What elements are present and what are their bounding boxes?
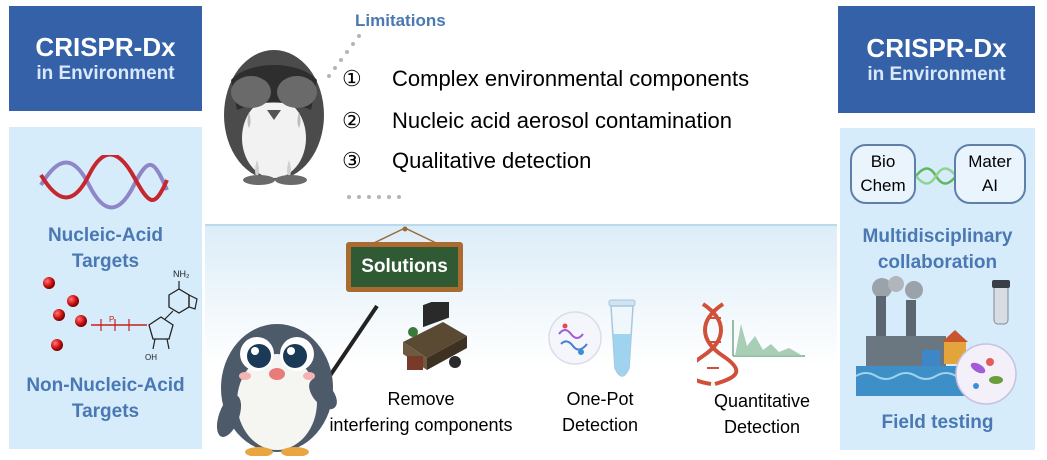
limitations-panel: Limitations ① Complex environmental comp… <box>205 0 837 226</box>
limitation-number: ② <box>342 108 362 133</box>
solution-remove-line-2: interfering components <box>329 415 513 435</box>
solutions-panel: Solutions Remove interfering components <box>205 226 837 460</box>
nucleic-acid-targets-label: Nucleic-Acid Targets <box>9 223 202 275</box>
multidisciplinary-label: Multidisciplinary collaboration <box>840 224 1035 276</box>
nucleic-acid-line-2: Targets <box>71 251 140 272</box>
bio-chem-line-2: Chem <box>860 176 906 195</box>
solutions-board: Solutions <box>346 242 463 292</box>
solution-one-pot-line-1: One-Pot <box>566 389 634 409</box>
solution-remove-label: Remove interfering components <box>309 386 533 438</box>
left-header-subtitle: in Environment <box>36 62 175 84</box>
quantitative-dna-chart-icon <box>697 302 805 386</box>
dna-strands-icon <box>39 155 169 210</box>
multidisciplinary-line-1: Multidisciplinary <box>862 226 1013 247</box>
thought-dots-icon <box>327 34 361 78</box>
non-nucleic-acid-line-2: Targets <box>71 401 140 422</box>
nucleic-acid-line-1: Nucleic-Acid <box>47 225 164 246</box>
solution-quantitative-line-2: Detection <box>723 417 801 437</box>
solution-quantitative-line-1: Quantitative <box>713 391 811 411</box>
penguin-covering-eyes-icon <box>224 50 324 185</box>
multidisciplinary-line-2: collaboration <box>877 252 998 273</box>
molecule-nh2-label: NH₂ <box>173 269 190 279</box>
molecule-p-label: P <box>109 315 115 324</box>
right-header-subtitle: in Environment <box>867 63 1006 85</box>
mater-ai-box: Mater AI <box>954 144 1026 204</box>
solution-one-pot-label: One-Pot Detection <box>545 386 655 438</box>
mater-ai-line-2: AI <box>981 176 999 195</box>
limitation-item-3: ③ Qualitative detection <box>342 148 591 174</box>
left-header-title: CRISPR-Dx <box>35 31 176 62</box>
limitation-item-2: ② Nucleic acid aerosol contamination <box>342 108 732 134</box>
limitation-text: Qualitative detection <box>392 148 592 173</box>
limitation-number: ① <box>342 66 362 91</box>
bio-chem-box: Bio Chem <box>850 144 916 204</box>
mater-ai-line-1: Mater <box>968 152 1012 171</box>
penguin-mascot-icon <box>216 304 379 456</box>
limitation-number: ③ <box>342 148 362 173</box>
field-testing-label: Field testing <box>881 412 994 433</box>
left-header: CRISPR-Dx in Environment <box>9 6 202 111</box>
limitation-text: Complex environmental components <box>392 66 750 91</box>
right-header-title: CRISPR-Dx <box>866 32 1007 63</box>
molecule-and-spheres-icon <box>43 277 198 351</box>
left-targets-panel: Nucleic-Acid Targets NH₂ OH P <box>9 127 202 449</box>
limitations-title: Limitations <box>355 11 446 30</box>
right-features-panel: Bio Chem Mater AI Multidisciplinary coll… <box>840 128 1035 450</box>
solutions-board-label: Solutions <box>361 256 448 277</box>
solution-quantitative-label: Quantitative Detection <box>693 388 831 440</box>
ellipsis-dots-icon <box>347 195 401 199</box>
filter-device-icon <box>403 302 467 370</box>
limitation-item-1: ① Complex environmental components <box>342 66 749 92</box>
non-nucleic-acid-targets-label: Non-Nucleic-Acid Targets <box>9 373 202 425</box>
bio-chem-line-1: Bio <box>870 152 896 171</box>
non-nucleic-acid-line-1: Non-Nucleic-Acid <box>26 375 185 396</box>
field-testing-scene-icon <box>856 276 1017 405</box>
molecule-oh-label: OH <box>145 353 157 362</box>
solution-remove-line-1: Remove <box>387 389 455 409</box>
solution-one-pot-line-2: Detection <box>561 415 639 435</box>
one-pot-tube-icon <box>548 299 636 377</box>
dna-link-icon <box>916 167 956 185</box>
right-header: CRISPR-Dx in Environment <box>838 6 1035 113</box>
limitation-text: Nucleic acid aerosol contamination <box>392 108 732 133</box>
